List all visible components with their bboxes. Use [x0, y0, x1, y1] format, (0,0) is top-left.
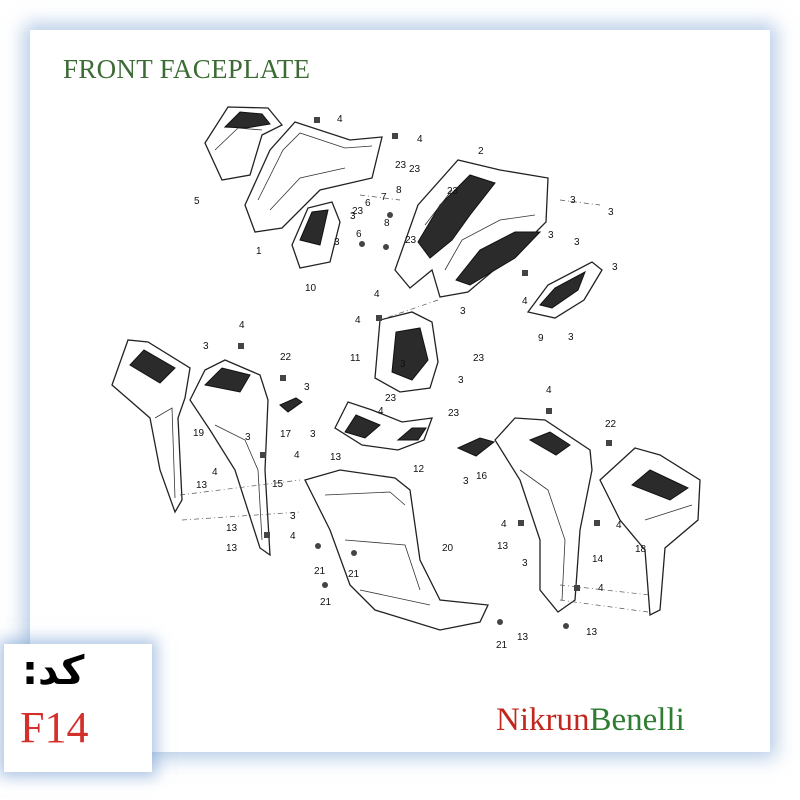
- callout-8: 8: [396, 185, 402, 196]
- callout-23: 23: [405, 235, 417, 246]
- callout-13: 13: [226, 543, 238, 554]
- part-headlight-housing: [374, 311, 439, 393]
- callout-10: 10: [305, 283, 317, 294]
- callout-3: 3: [460, 306, 466, 317]
- callout-16: 16: [476, 471, 488, 482]
- callout-12: 12: [413, 464, 425, 475]
- callout-17: 17: [280, 429, 292, 440]
- callout-4: 4: [378, 406, 384, 417]
- callout-11: 11: [350, 353, 361, 364]
- callout-8: 8: [384, 218, 390, 229]
- callout-18: 18: [635, 544, 647, 555]
- callout-15: 15: [272, 479, 284, 490]
- part-turn-signal: [526, 261, 603, 319]
- callout-4: 4: [546, 385, 552, 396]
- callout-3: 3: [568, 332, 574, 343]
- callout-23: 23: [473, 353, 485, 364]
- callout-2: 2: [478, 146, 484, 157]
- part-right-inner-panel: [494, 417, 593, 613]
- part-right-pad: [456, 437, 496, 457]
- callout-19: 19: [193, 428, 205, 439]
- part-lower-nose: [334, 401, 433, 451]
- callout-3: 3: [458, 375, 464, 386]
- callout-4: 4: [374, 289, 380, 300]
- callout-1: 1: [256, 246, 262, 257]
- callout-13: 13: [330, 452, 342, 463]
- callout-3: 3: [400, 359, 406, 370]
- callout-20: 20: [442, 543, 454, 554]
- callout-23: 23: [352, 206, 364, 217]
- callout-3: 3: [203, 341, 209, 352]
- callout-4: 4: [212, 467, 218, 478]
- callout-22: 22: [605, 419, 617, 430]
- part-upper-cowl: [244, 121, 383, 233]
- callout-3: 3: [463, 476, 469, 487]
- fasteners: [238, 117, 612, 629]
- part-windscreen: [204, 106, 284, 181]
- callout-23: 23: [409, 164, 421, 175]
- callout-13: 13: [226, 523, 238, 534]
- callout-3: 3: [612, 262, 618, 273]
- callout-4: 4: [337, 114, 343, 125]
- callout-13: 13: [586, 627, 598, 638]
- callout-4: 4: [501, 519, 507, 530]
- part-headlight-cover: [394, 159, 549, 298]
- callout-3: 3: [548, 230, 554, 241]
- part-lower-center-cover: [304, 469, 489, 631]
- callout-4: 4: [417, 134, 423, 145]
- callout-4: 4: [294, 450, 300, 461]
- part-inner-bracket: [291, 201, 341, 269]
- callout-9: 9: [538, 333, 544, 344]
- callout-6: 6: [356, 229, 362, 240]
- callout-13: 13: [517, 632, 529, 643]
- callout-13: 13: [196, 480, 208, 491]
- code-value: F14: [20, 703, 89, 752]
- brand-part-1: Nikrun: [496, 702, 590, 738]
- callout-23: 23: [385, 393, 397, 404]
- callout-3: 3: [570, 195, 576, 206]
- part-left-side-panel: [111, 339, 191, 514]
- assembly-lines: [179, 194, 651, 613]
- callout-4: 4: [239, 320, 245, 331]
- part-left-inner-panel: [189, 359, 271, 557]
- callout-3: 3: [522, 558, 528, 569]
- callout-3: 3: [334, 237, 340, 248]
- callout-22: 22: [280, 352, 292, 363]
- callout-13: 13: [497, 541, 509, 552]
- callout-21: 21: [320, 597, 332, 608]
- callout-3: 3: [245, 432, 251, 443]
- callout-labels: 1 2 3 3 3 3 3 3 3 3 3 3 3 3 3 3 3 3 3 3 …: [193, 114, 647, 651]
- callout-3: 3: [304, 382, 310, 393]
- callout-4: 4: [598, 583, 604, 594]
- callout-7: 7: [381, 192, 387, 203]
- callout-4: 4: [290, 531, 296, 542]
- callout-4: 4: [616, 520, 622, 531]
- callout-3: 3: [574, 237, 580, 248]
- callout-5: 5: [194, 196, 200, 207]
- callout-3: 3: [350, 211, 356, 222]
- brand-part-2: Benelli: [589, 702, 685, 738]
- diagram-title: FRONT FACEPLATE: [63, 54, 311, 84]
- callout-21: 21: [314, 566, 326, 577]
- part-right-side-panel: [599, 447, 701, 617]
- callout-4: 4: [355, 315, 361, 326]
- callout-21: 21: [496, 640, 508, 651]
- callout-6: 6: [365, 198, 371, 209]
- brand-watermark: NikrunBenelli: [496, 702, 685, 739]
- callout-21: 21: [348, 569, 360, 580]
- callout-23: 23: [395, 160, 407, 171]
- callout-23: 23: [448, 408, 460, 419]
- callout-23: 23: [447, 186, 459, 197]
- part-left-pad: [279, 397, 303, 413]
- callout-3: 3: [608, 207, 614, 218]
- code-box: کد: F14: [4, 644, 152, 772]
- callout-14: 14: [592, 554, 604, 565]
- callout-4: 4: [522, 296, 528, 307]
- callout-3: 3: [310, 429, 316, 440]
- callout-3: 3: [290, 511, 296, 522]
- code-label: کد:: [22, 648, 85, 694]
